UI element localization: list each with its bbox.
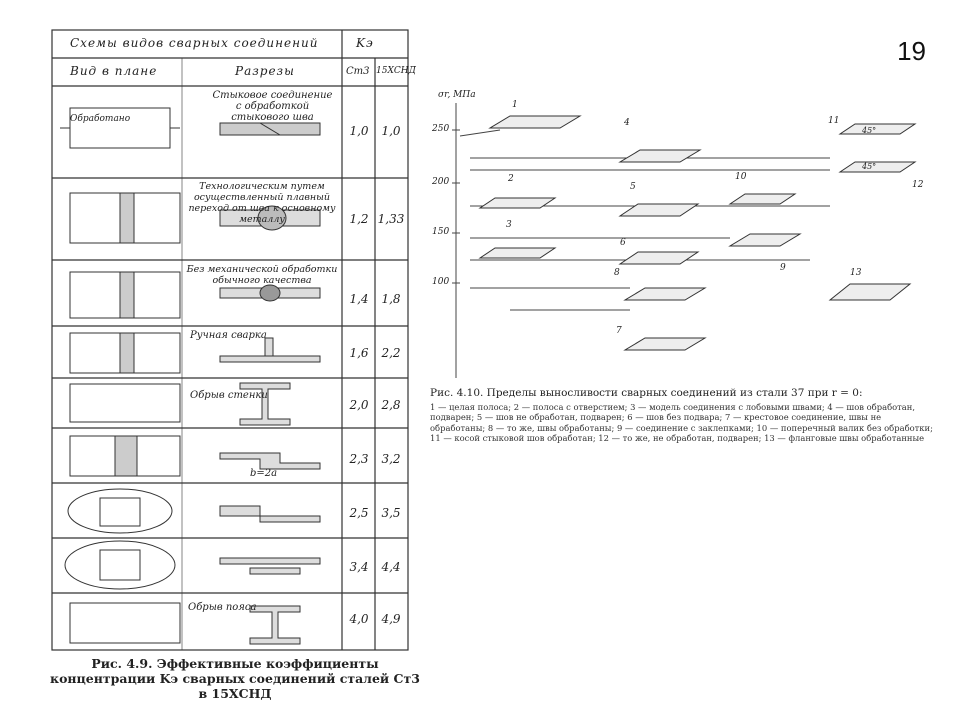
specimen-4-label: 4	[624, 118, 630, 128]
row1-k-15hsnd: 1,0	[381, 124, 401, 138]
figure-caption-title: Рис. 4.10. Пределы выносливости сварных …	[430, 387, 863, 399]
row8-k-st3: 3,4	[349, 560, 369, 574]
fatigue-figure: σr, МПа 250 200 150 100 1 2 3 4 5 6 7 8 …	[430, 88, 940, 388]
row3-k-st3: 1,4	[349, 292, 369, 306]
weld-table-grid	[51, 29, 409, 651]
specimen-5-label: 5	[630, 182, 636, 192]
joint-sketches	[60, 107, 321, 645]
row1-k-st3: 1,0	[349, 124, 369, 138]
specimen-8-label: 8	[614, 268, 620, 278]
angle-label-1: 45°	[862, 126, 877, 135]
row4-k-15hsnd: 2,2	[381, 346, 401, 360]
row3-k-15hsnd: 1,8	[381, 292, 401, 306]
angle-label-2: 45°	[862, 162, 877, 171]
specimen-sketches	[478, 115, 917, 351]
axis-label: σr, МПа	[438, 90, 476, 100]
specimen-11-label: 11	[828, 116, 840, 126]
specimen-13-label: 13	[850, 268, 862, 278]
row4-section-label: Ручная сварка	[190, 330, 267, 341]
row1-plan-label: Обработано	[70, 114, 131, 124]
row9-section-label: Обрыв пояса	[188, 602, 257, 613]
specimen-2-label: 2	[508, 174, 514, 184]
row3-section-label: Без механической обработки обычного каче…	[186, 264, 338, 286]
specimen-3-label: 3	[506, 220, 512, 230]
row9-k-15hsnd: 4,9	[381, 612, 401, 626]
row8-k-15hsnd: 4,4	[381, 560, 401, 574]
row2-section-label: Технологическим путем осуществленный пла…	[188, 181, 336, 225]
specimen-7-label: 7	[616, 326, 622, 336]
row2-k-st3: 1,2	[349, 212, 369, 226]
specimen-1-label: 1	[512, 100, 518, 110]
header-sections: Разрезы	[235, 64, 295, 78]
tick-150: 150	[432, 227, 450, 237]
row6-k-15hsnd: 3,2	[381, 452, 401, 466]
table-caption: Рис. 4.9. Эффективные коэффициенты конце…	[50, 656, 420, 701]
figure-caption: Рис. 4.10. Пределы выносливости сварных …	[430, 388, 936, 444]
header-k: Kэ	[356, 36, 374, 50]
row6-section-label: b=2a	[250, 468, 278, 479]
header-15hsnd: 15ХСНД	[376, 66, 416, 76]
specimen-6-label: 6	[620, 238, 626, 248]
header-main: Схемы видов сварных соединений	[70, 36, 319, 50]
row1-section-label: Стыковое соединение с обработкой стыково…	[212, 90, 333, 123]
slide-number: 19	[897, 36, 926, 66]
tick-200: 200	[432, 177, 450, 187]
row5-section-label: Обрыв стенки	[190, 390, 268, 401]
tick-250: 250	[432, 124, 450, 134]
specimen-9-label: 9	[780, 263, 786, 273]
row9-k-st3: 4,0	[349, 612, 369, 626]
row5-k-15hsnd: 2,8	[381, 398, 401, 412]
header-st3: Ст3	[346, 66, 370, 77]
row5-k-st3: 2,0	[349, 398, 369, 412]
weld-table: Схемы видов сварных соединений Kэ Вид в …	[50, 28, 416, 668]
row6-k-st3: 2,3	[349, 452, 369, 466]
specimen-10-label: 10	[735, 172, 747, 182]
row2-k-15hsnd: 1,33	[377, 212, 405, 226]
tick-100: 100	[432, 277, 450, 287]
fatigue-diagram	[452, 103, 917, 378]
row7-k-st3: 2,5	[349, 506, 369, 520]
header-plan: Вид в плане	[70, 64, 158, 78]
figure-caption-body: 1 — целая полоса; 2 — полоса с отверстие…	[430, 401, 933, 444]
specimen-12-label: 12	[912, 180, 924, 190]
row4-k-st3: 1,6	[349, 346, 369, 360]
row7-k-15hsnd: 3,5	[381, 506, 401, 520]
